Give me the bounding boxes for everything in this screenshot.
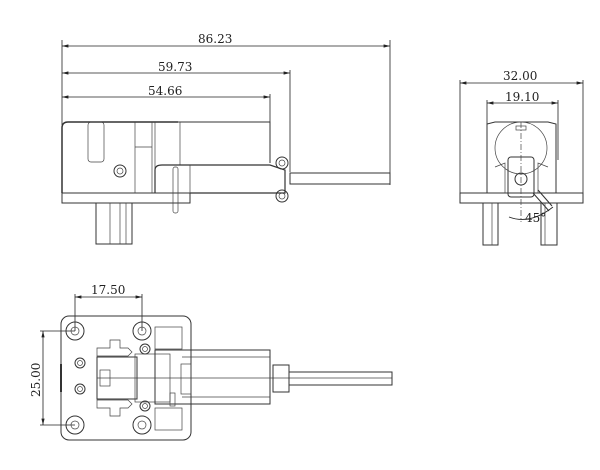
mount-leg bbox=[482, 202, 499, 246]
dimension-body-length: 54.66 bbox=[62, 84, 271, 163]
dimension-label: 19.10 bbox=[505, 90, 539, 104]
side-view: 86.23 59.73 54.66 bbox=[61, 32, 391, 245]
mount-leg bbox=[95, 202, 133, 245]
pivot-hole bbox=[275, 156, 289, 170]
top-view: 17.50 25.00 bbox=[29, 283, 393, 441]
dimension-label: 17.50 bbox=[91, 283, 125, 297]
pivot-hole bbox=[275, 189, 289, 203]
strut-rod bbox=[288, 371, 393, 386]
dimension-hole-spacing-y: 25.00 bbox=[29, 330, 75, 426]
dimension-label: 59.73 bbox=[158, 60, 192, 74]
dimension-label: 32.00 bbox=[503, 69, 537, 83]
mounting-hole bbox=[113, 164, 127, 178]
side-body bbox=[61, 121, 391, 245]
dimension-overall-width: 32.00 bbox=[459, 69, 584, 193]
dimension-inner-width: 19.10 bbox=[486, 90, 559, 160]
dimension-mid-length: 59.73 bbox=[62, 60, 291, 172]
strut-rod bbox=[289, 172, 391, 185]
mount-leg bbox=[540, 202, 558, 246]
dimension-label: 25.00 bbox=[29, 363, 43, 397]
dimension-label: 86.23 bbox=[198, 32, 232, 46]
angle-label: 45° bbox=[525, 211, 546, 225]
dimension-label: 54.66 bbox=[148, 84, 182, 98]
dimension-overall-length: 86.23 bbox=[61, 32, 391, 185]
dimension-hole-spacing-x: 17.50 bbox=[74, 283, 143, 331]
front-view: 32.00 19.10 45° bbox=[459, 69, 584, 246]
